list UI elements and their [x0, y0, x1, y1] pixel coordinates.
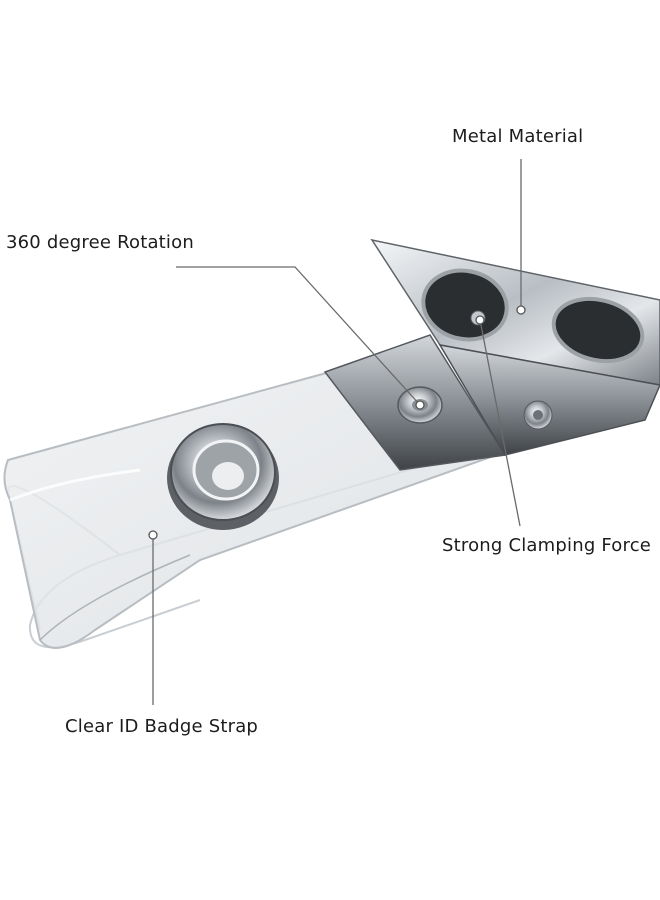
leader-line-clamping [479, 319, 521, 527]
leader-dot-metal [516, 305, 526, 315]
snap-button-shape [167, 423, 279, 530]
metal-material-label: Metal Material [452, 126, 584, 147]
clamping-force-label: Strong Clamping Force [442, 535, 652, 556]
metal-clip-shape [323, 238, 660, 471]
leader-dot-strap [148, 530, 158, 540]
leader-dot-rotation [415, 400, 425, 410]
leader-line-rotation [176, 266, 421, 406]
leader-lines [148, 159, 526, 705]
rotation-label: 360 degree Rotation [6, 232, 194, 253]
leader-dot-clamping [475, 315, 485, 325]
badge-strap-label: Clear ID Badge Strap [65, 716, 259, 737]
